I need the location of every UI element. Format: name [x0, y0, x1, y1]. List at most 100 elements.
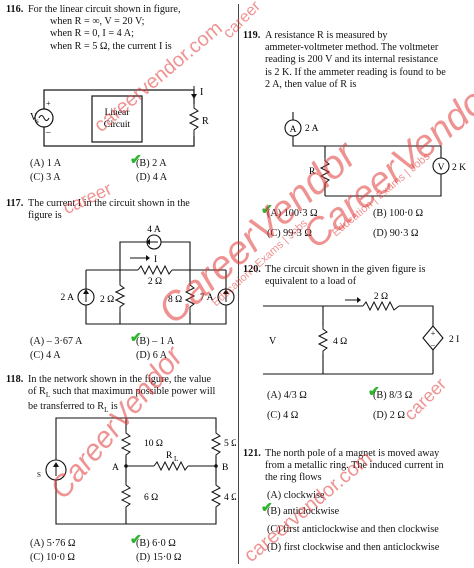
option-d[interactable]: (D) 4 A: [136, 172, 168, 183]
question-116: 116. For the linear circuit shown in figu…: [6, 4, 234, 53]
question-text: of R: [28, 386, 46, 398]
option-d[interactable]: (D) 6 A: [136, 350, 168, 361]
resistor-label: R: [202, 116, 209, 127]
question-120: 120. The circuit shown in the given figur…: [243, 264, 471, 288]
circuit-diagram-118: I S 10 Ω 5 Ω R L A B 6 Ω 4 Ω: [37, 417, 236, 525]
check-mark-icon: ✔: [261, 501, 273, 516]
question-text: from a metallic ring. The induced curren…: [265, 460, 444, 472]
question-text: 2 A, then value of R is: [265, 78, 357, 90]
option-a[interactable]: (A) clockwise: [267, 490, 325, 501]
check-mark-icon: ✔: [368, 385, 380, 400]
option-a[interactable]: (A) 5·76 Ω: [30, 538, 76, 549]
label: L: [174, 455, 178, 463]
question-117: 117. The current I in the circuit shown i…: [6, 198, 234, 222]
option-c[interactable]: (C) 4 A: [30, 350, 61, 361]
option-a[interactable]: (A) 100·3 Ω: [267, 208, 318, 219]
subscript: L: [45, 391, 51, 400]
circuit-diagram-117: 4 A 2 Ω I 2 A 2 Ω 8 Ω 7 A: [61, 225, 235, 325]
label: 2 A: [305, 124, 319, 134]
label: 8 Ω: [168, 295, 182, 305]
current-label: I: [200, 87, 203, 98]
svg-text:+: +: [431, 329, 436, 338]
option-d[interactable]: (D) first clockwise and then anticlockwi…: [267, 542, 440, 553]
source-subscript: s: [36, 117, 39, 125]
question-121: 121. The north pole of a magnet is moved …: [243, 448, 471, 485]
option-c[interactable]: (C) 99·3 Ω: [267, 228, 312, 239]
question-number: 116.: [6, 4, 24, 15]
option-c[interactable]: (C) 4 Ω: [267, 410, 299, 421]
question-text: ammeter-voltmeter method. The voltmeter: [265, 42, 439, 54]
label: 2 Ω: [100, 295, 114, 305]
check-mark-icon: ✔: [130, 153, 142, 168]
question-119: 119. A resistance R is measured by ammete…: [243, 30, 471, 91]
question-number: 119.: [243, 30, 261, 41]
option-a[interactable]: (A) – 3·67 A: [30, 336, 83, 347]
question-text: The north pole of a magnet is moved away: [265, 448, 440, 459]
option-c[interactable]: (C) first anticlockwise and then clockwi…: [267, 524, 439, 535]
svg-text:–: –: [45, 127, 51, 137]
option-c[interactable]: (C) 10·0 Ω: [30, 552, 75, 563]
label: 4 Ω: [224, 493, 236, 503]
question-text: figure is: [28, 210, 62, 222]
right-column: 119. A resistance R is measured by ammete…: [243, 0, 471, 567]
question-number: 121.: [243, 448, 261, 459]
question-text: is: [110, 401, 118, 413]
question-text: The current I in the circuit shown in th…: [28, 198, 190, 209]
question-number: 117.: [6, 198, 24, 209]
question-text: when R = 5 Ω, the current I is: [50, 40, 172, 52]
option-b[interactable]: (B) – 1 A: [136, 336, 175, 347]
label: 4 Ω: [333, 337, 347, 347]
question-text: be transferred to R: [28, 401, 105, 413]
meter-label: A: [290, 125, 297, 135]
question-text: In the network shown in the figure, the …: [28, 374, 212, 385]
circuit-diagram-116: V s + – Linear Circuit R I: [30, 86, 209, 147]
check-mark-icon: ✔: [130, 331, 142, 346]
label: 2 Ω: [374, 292, 388, 302]
question-text: when R = 0, I = 4 A;: [50, 28, 134, 40]
check-mark-icon: ✔: [130, 533, 142, 548]
option-b[interactable]: (B) 2 A: [136, 158, 167, 169]
question-text: A resistance R is measured by: [265, 30, 388, 41]
option-c[interactable]: (C) 3 A: [30, 172, 61, 183]
left-column: 116. For the linear circuit shown in figu…: [6, 0, 236, 567]
label: V: [269, 336, 277, 347]
label: 2 A: [61, 293, 75, 303]
circuit-diagram-120: 2 Ω 4 Ω V + – 2 I: [263, 292, 459, 375]
box-label: Linear: [105, 108, 131, 118]
check-mark-icon: ✔: [261, 203, 273, 218]
question-number: 120.: [243, 264, 261, 275]
label: 5 Ω: [224, 439, 236, 449]
option-d[interactable]: (D) 2 Ω: [373, 410, 405, 421]
question-text: is 2 K. If the ammeter reading is found …: [265, 66, 446, 78]
svg-text:–: –: [430, 340, 436, 349]
label: R: [309, 167, 316, 177]
question-text: The circuit shown in the given figure is: [265, 264, 426, 275]
question-text: when R = ∞, V = 20 V;: [50, 16, 145, 28]
option-b[interactable]: (B) anticlockwise: [267, 506, 340, 517]
label: 4 A: [147, 225, 161, 235]
meter-label: V: [438, 163, 445, 173]
option-a[interactable]: (A) 1 A: [30, 158, 62, 169]
subscript: L: [104, 406, 109, 415]
question-number: 118.: [6, 374, 24, 385]
question-text: For the linear circuit shown in figure,: [28, 4, 181, 15]
option-b[interactable]: (B) 6·0 Ω: [136, 538, 176, 549]
svg-text:+: +: [46, 99, 51, 108]
option-b[interactable]: (B) 8/3 Ω: [373, 390, 413, 401]
option-b[interactable]: (B) 100·0 Ω: [373, 208, 424, 219]
option-d[interactable]: (D) 90·3 Ω: [373, 228, 419, 239]
question-118: 118. In the network shown in the figure, …: [6, 374, 234, 417]
question-text: the ring flows: [265, 472, 322, 484]
question-text: equivalent to a load of: [265, 276, 357, 288]
label: R: [166, 451, 173, 461]
current-label: I: [154, 255, 157, 265]
column-divider: [238, 4, 239, 564]
option-a[interactable]: (A) 4/3 Ω: [267, 390, 307, 401]
label: 7 A: [200, 293, 214, 303]
question-text: such that maximum possible power will: [52, 386, 216, 398]
option-d[interactable]: (D) 15·0 Ω: [136, 552, 182, 563]
source-subscript: S: [37, 471, 41, 479]
box-label: Circuit: [104, 120, 131, 130]
label: 2 Ω: [148, 277, 162, 287]
